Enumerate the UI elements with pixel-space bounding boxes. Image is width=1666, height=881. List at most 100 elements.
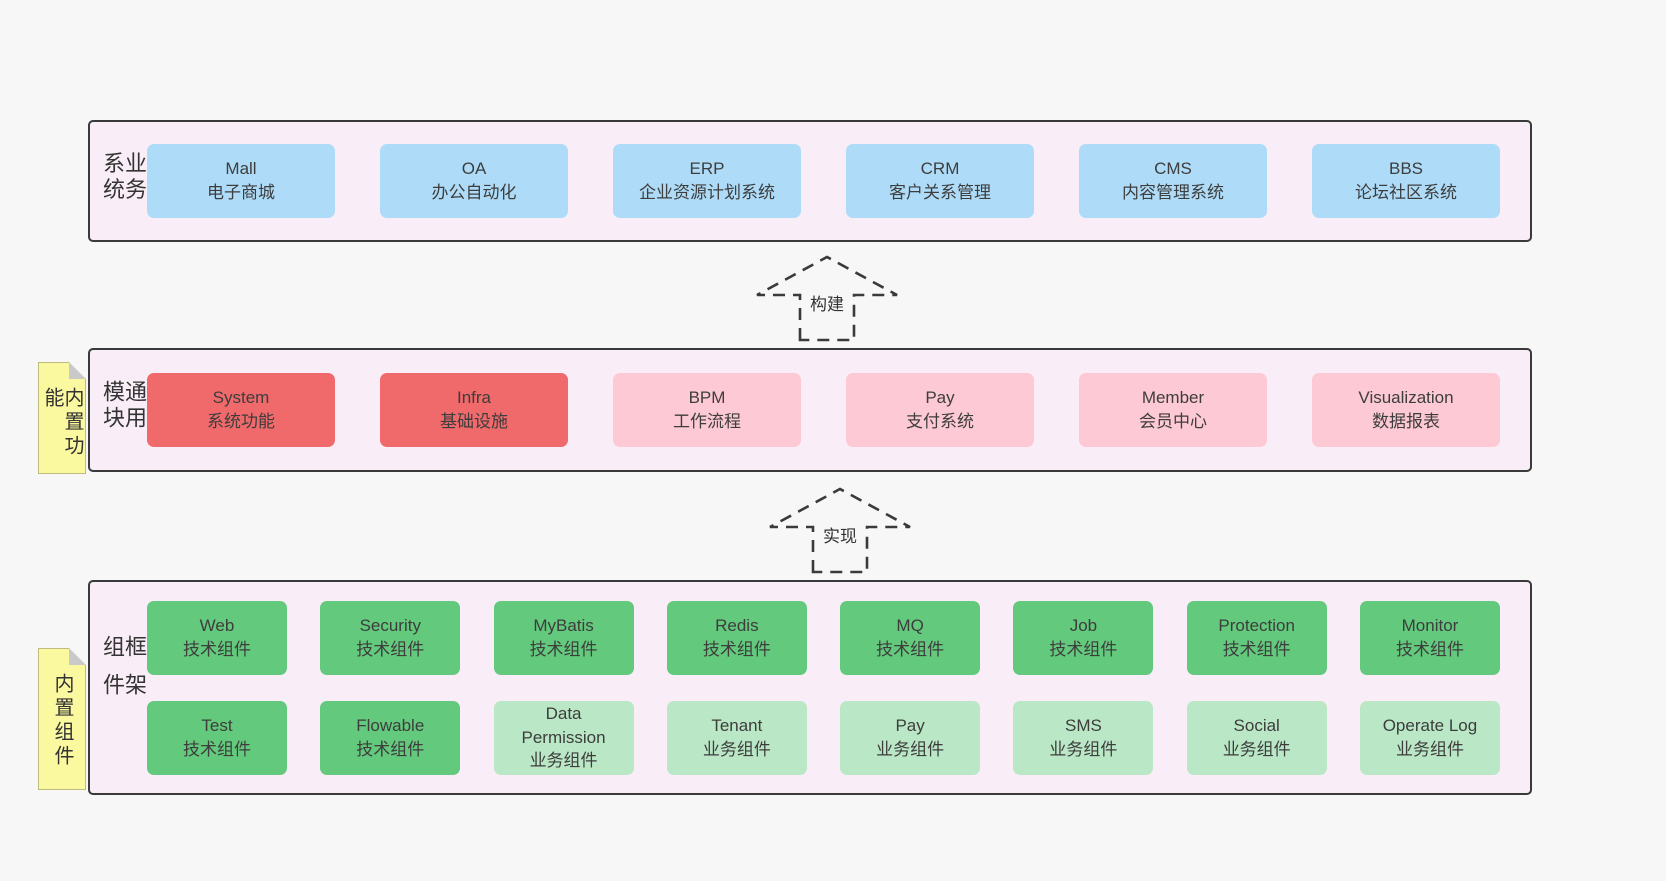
box-title: BPM: [688, 388, 726, 408]
box-subtitle: 技术组件: [529, 639, 598, 659]
box-subtitle: 基础设施: [440, 412, 508, 431]
box-subtitle: 办公自动化: [431, 183, 517, 202]
folded-corner-icon: [69, 362, 86, 379]
box-protection: Protection 技术组件: [1186, 600, 1327, 675]
folded-corner-icon: [69, 648, 86, 665]
sticky-note-built-in-features: 内置功能: [38, 362, 86, 474]
box-title: Protection: [1218, 615, 1295, 635]
box-title: Test: [201, 715, 233, 735]
box-subtitle: 技术组件: [183, 639, 251, 659]
box-erp: ERP 企业资源计划系统: [613, 144, 801, 218]
box-cms: CMS 内容管理系统: [1079, 144, 1267, 218]
box-redis: Redis 技术组件: [666, 600, 807, 675]
box-title: SMS: [1064, 715, 1102, 735]
box-mq: MQ 技术组件: [840, 600, 981, 675]
box-operate-log: Operate Log 业务组件: [1359, 700, 1500, 775]
box-subtitle: 业务组件: [1222, 739, 1291, 759]
section-label-components: 框架组件: [100, 634, 147, 711]
box-title: CMS: [1154, 159, 1192, 179]
build-arrow: 构建: [752, 253, 902, 343]
box-subtitle: 技术组件: [1222, 639, 1291, 659]
box-title: Tenant: [711, 715, 763, 735]
sticky-note-built-in-components: 内置组件: [38, 648, 86, 790]
box-subtitle: 客户关系管理: [889, 183, 991, 202]
box-title: Web: [199, 615, 235, 635]
box-subtitle: 技术组件: [1049, 639, 1118, 659]
dashed-up-arrow-icon: [769, 487, 911, 574]
section-label-business: 业务系统: [100, 151, 147, 204]
box-crm: CRM 客户关系管理: [846, 144, 1034, 218]
implement-arrow-label: 实现: [820, 521, 860, 548]
box-subtitle: 工作流程: [673, 412, 741, 431]
box-subtitle: 技术组件: [356, 739, 425, 759]
box-title: Social: [1233, 715, 1280, 735]
box-subtitle: 技术组件: [702, 639, 771, 659]
box-subtitle: 技术组件: [1395, 639, 1464, 659]
box-subtitle: 企业资源计划系统: [639, 183, 775, 202]
box-subtitle: 技术组件: [876, 639, 945, 659]
box-system: System 系统功能: [147, 373, 335, 447]
implement-arrow: 实现: [765, 485, 915, 575]
box-title: Operate Log: [1382, 715, 1478, 735]
box-monitor: Monitor 技术组件: [1359, 600, 1500, 675]
box-subtitle: 论坛社区系统: [1355, 183, 1457, 202]
box-title: BBS: [1388, 159, 1424, 179]
box-subtitle: 会员中心: [1139, 412, 1207, 431]
box-visualization: Visualization 数据报表: [1312, 373, 1500, 447]
box-bpm: BPM 工作流程: [613, 373, 801, 447]
box-subtitle: 业务组件: [702, 739, 771, 759]
box-title: OA: [461, 159, 487, 179]
build-arrow-label: 构建: [807, 289, 847, 316]
box-title: Security: [359, 615, 421, 635]
sticky-note-components-label: 内置组件: [51, 673, 73, 769]
box-title: Redis: [715, 615, 759, 635]
box-pay-biz: Pay 业务组件: [840, 700, 981, 775]
box-subtitle: 数据报表: [1372, 412, 1440, 431]
box-title: System: [212, 388, 270, 408]
box-title: MQ: [896, 615, 924, 635]
box-mybatis: MyBatis 技术组件: [493, 600, 634, 675]
box-subtitle: 技术组件: [356, 639, 425, 659]
section-label-modules: 通用模块: [100, 380, 147, 432]
box-oa: OA 办公自动化: [380, 144, 568, 218]
box-subtitle: 业务组件: [1049, 739, 1118, 759]
box-title: Pay: [925, 388, 955, 408]
box-subtitle: 业务组件: [876, 739, 945, 759]
dashed-up-arrow-icon: [756, 255, 898, 342]
box-subtitle: 系统功能: [207, 412, 275, 431]
box-subtitle: 内容管理系统: [1122, 183, 1224, 202]
box-title: Flowable: [356, 715, 425, 735]
box-sms: SMS 业务组件: [1013, 700, 1154, 775]
box-title: Member: [1141, 388, 1205, 408]
box-title: Monitor: [1401, 615, 1459, 635]
box-title: Mall: [225, 159, 257, 179]
sticky-note-features-label: 内置功能: [41, 387, 83, 459]
box-subtitle: 技术组件: [183, 739, 251, 759]
box-member: Member 会员中心: [1079, 373, 1267, 447]
box-social: Social 业务组件: [1186, 700, 1327, 775]
box-bbs: BBS 论坛社区系统: [1312, 144, 1500, 218]
box-data-permission: Data Permission 业务组件: [493, 700, 634, 775]
box-title: MyBatis: [533, 615, 594, 635]
box-subtitle: 业务组件: [1395, 739, 1464, 759]
box-infra: Infra 基础设施: [380, 373, 568, 447]
box-title: Pay: [895, 715, 925, 735]
box-title: ERP: [689, 159, 725, 179]
box-title: Infra: [456, 388, 492, 408]
box-title: CRM: [920, 159, 960, 179]
box-title: Data Permission: [521, 703, 606, 747]
box-web: Web 技术组件: [147, 600, 287, 675]
box-test: Test 技术组件: [147, 700, 287, 775]
box-subtitle: 业务组件: [529, 751, 598, 771]
box-title: Visualization: [1358, 388, 1454, 408]
box-security: Security 技术组件: [320, 600, 461, 675]
